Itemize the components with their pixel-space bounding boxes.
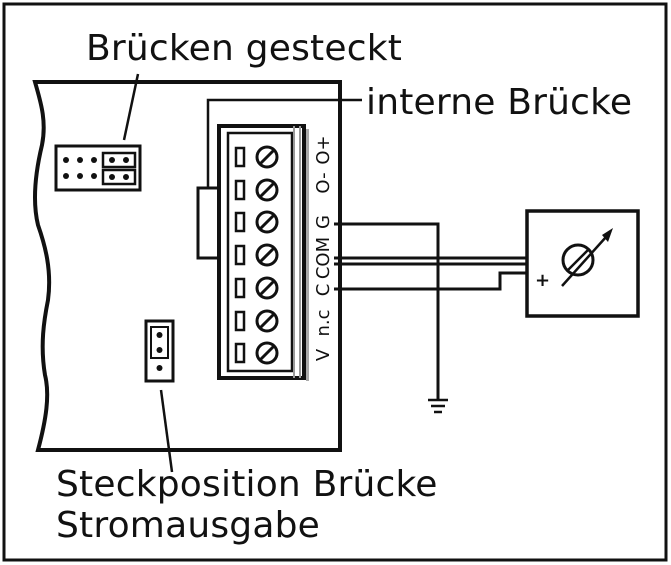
terminal-label-v: V — [313, 348, 334, 361]
meter-polarity-plus: + — [535, 270, 550, 291]
label-internal-bridge: interne Brücke — [366, 82, 633, 123]
terminal-screw-icon — [255, 145, 279, 169]
terminal-contact — [234, 146, 246, 168]
jumper-block — [54, 144, 142, 192]
terminal-label-o-minus: O- — [313, 172, 334, 193]
wire-g — [334, 222, 440, 400]
terminal-contact — [234, 179, 246, 201]
jumper-bridge-2 — [101, 168, 137, 186]
terminal-contact — [234, 310, 246, 332]
ground-symbol-icon — [428, 398, 448, 414]
terminal-screw-icon — [255, 243, 279, 267]
jumper-bridge-1 — [101, 151, 137, 169]
terminal-label-com: COM — [313, 237, 334, 279]
terminal-label-g: G — [313, 215, 334, 229]
current-output-jumper — [144, 319, 175, 383]
terminal-screw-icon — [255, 309, 279, 333]
internal-bridge-bracket — [196, 186, 222, 260]
terminal-contact — [234, 277, 246, 299]
terminal-label-o-plus: O+ — [313, 135, 334, 164]
label-plug-position: Steckposition Brücke — [56, 464, 438, 505]
terminal-contact — [234, 342, 246, 364]
terminal-screw-icon — [255, 178, 279, 202]
terminal-screw-icon — [255, 276, 279, 300]
terminal-screw-icon — [255, 341, 279, 365]
terminal-screw-icon — [255, 210, 279, 234]
terminal-contact — [234, 244, 246, 266]
terminal-block — [217, 124, 309, 381]
leader-bridges — [122, 73, 140, 141]
terminal-contact — [234, 211, 246, 233]
leader-plug-position — [159, 389, 174, 473]
internal-bridge-line — [206, 98, 362, 190]
label-current-output: Stromausgabe — [56, 505, 321, 546]
terminal-label-c: C — [313, 284, 334, 297]
label-bridges-inserted: Brücken gesteckt — [86, 28, 403, 69]
wires — [334, 222, 560, 400]
ammeter-gauge-icon — [561, 228, 613, 287]
terminal-label-n-c: n.c — [313, 309, 334, 336]
